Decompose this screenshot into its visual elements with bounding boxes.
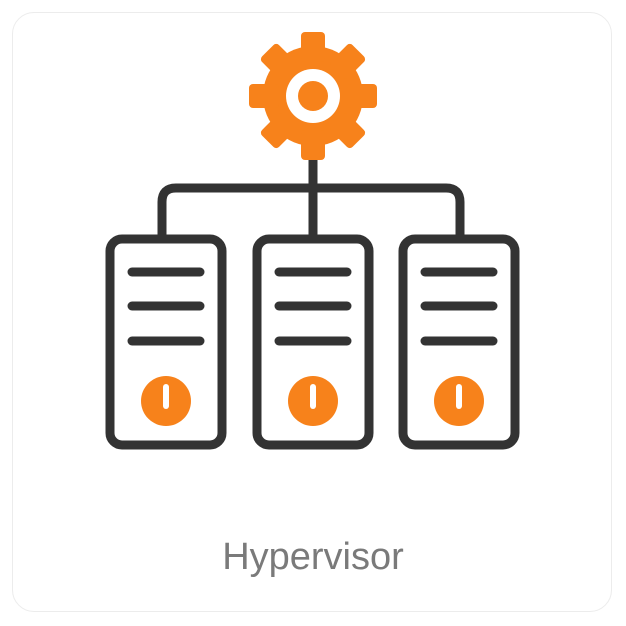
- gear-icon: [249, 32, 377, 160]
- server-icon: [398, 234, 520, 450]
- server-icon: [252, 234, 374, 450]
- power-icon: [434, 376, 484, 426]
- icon-caption: Hypervisor: [222, 536, 404, 578]
- power-icon: [141, 376, 191, 426]
- connector-left: [157, 153, 318, 245]
- power-icon: [288, 376, 338, 426]
- connector-right: [308, 183, 465, 245]
- connector-lines: [157, 153, 465, 245]
- server-icon: [105, 234, 227, 450]
